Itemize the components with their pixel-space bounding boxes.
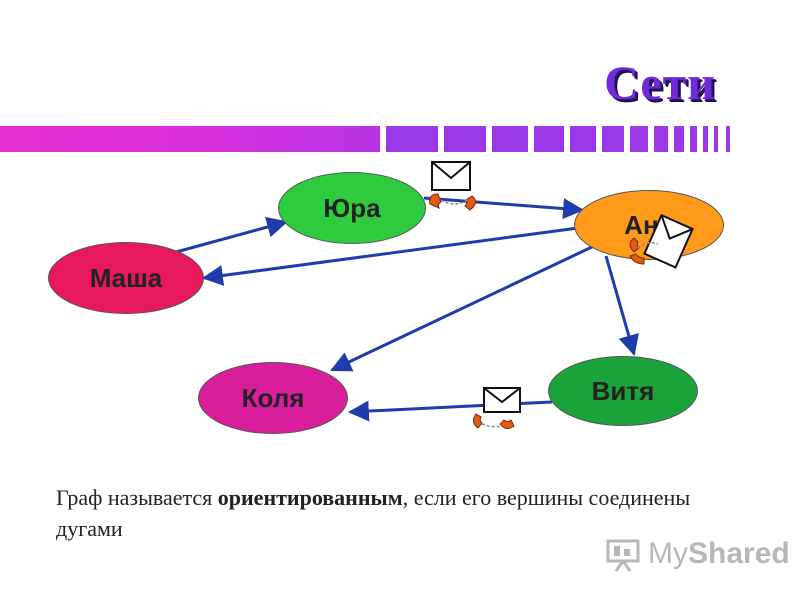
node-label: Витя	[591, 375, 655, 406]
watermark-text-my: My	[648, 537, 688, 570]
header-block	[703, 126, 708, 152]
telephone-icon	[499, 419, 515, 430]
envelope-icon	[629, 214, 694, 269]
header-block	[714, 126, 718, 152]
node-kolya: Коля	[198, 362, 348, 434]
header-block	[492, 126, 528, 152]
node-label: Коля	[241, 382, 305, 413]
node-vitya: Витя	[548, 356, 698, 426]
node-masha: Маша	[48, 242, 204, 314]
caption-text: Граф называется	[56, 485, 218, 510]
caption-text: , если его вершины соединены дугами	[56, 485, 691, 541]
node-label: Юра	[323, 192, 381, 223]
page-title: Сети	[604, 57, 716, 110]
header-block	[534, 126, 564, 152]
envelope-icon	[429, 161, 476, 211]
header-block	[570, 126, 596, 152]
node-label: Маша	[89, 262, 163, 293]
telephone-icon	[629, 253, 645, 265]
watermark-text-shared: Shared	[688, 537, 790, 570]
header-block	[674, 126, 684, 152]
presentation-icon	[606, 539, 640, 572]
edge-anya-masha	[201, 226, 579, 286]
edge-anya-vitya	[604, 255, 639, 357]
header-gradient-bar	[0, 126, 380, 152]
header-block	[726, 126, 730, 152]
header-block	[444, 126, 486, 152]
caption-bold-term: ориентированным	[217, 485, 403, 510]
definition-caption: Граф называется ориентированным, если ег…	[56, 482, 756, 544]
telephone-icon	[629, 237, 640, 253]
envelope-icon	[472, 387, 521, 430]
header-block	[690, 126, 697, 152]
edge-yura-anya	[423, 196, 585, 220]
header-block	[602, 126, 624, 152]
telephone-icon	[472, 413, 483, 429]
header-block	[654, 126, 668, 152]
edge-masha-yura	[175, 216, 289, 254]
header-block	[386, 126, 438, 152]
telephone-icon	[429, 193, 442, 210]
edge-anya-kolya	[330, 244, 595, 372]
header-block	[630, 126, 648, 152]
node-yura: Юра	[278, 172, 426, 244]
telephone-icon	[464, 195, 476, 211]
